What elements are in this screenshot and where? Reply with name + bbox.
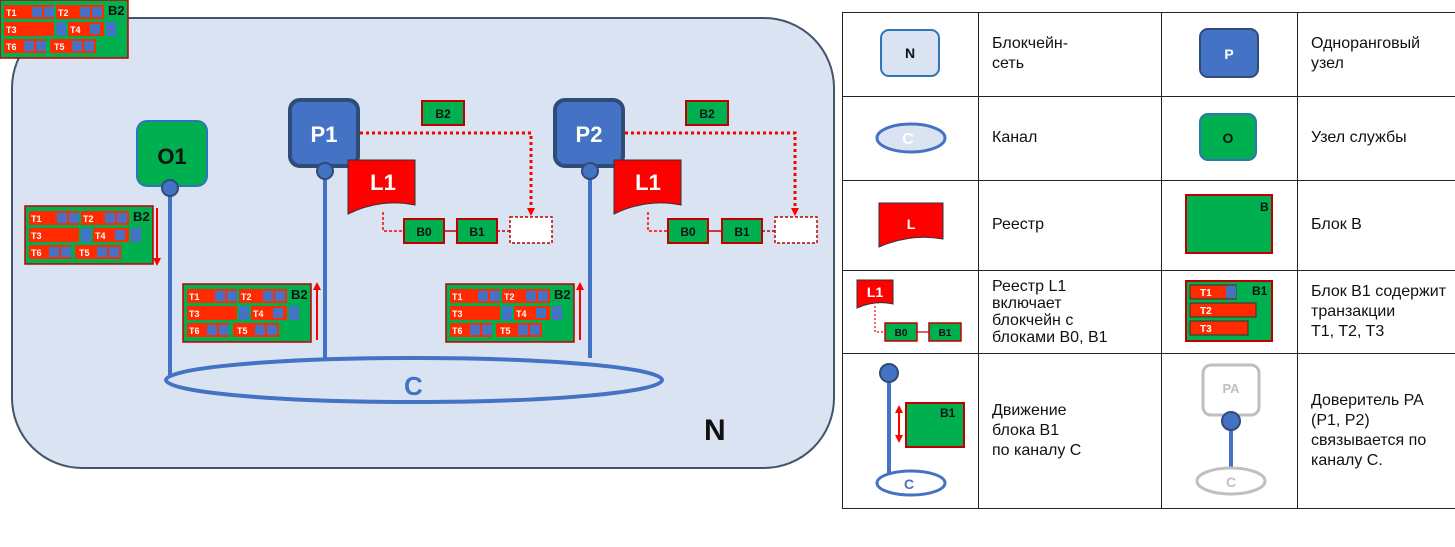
- ledger-p2-label: L1: [635, 170, 661, 195]
- ledger-chain-legend-b0: B0: [894, 328, 907, 339]
- p2-append-arrow: [625, 131, 799, 216]
- chain-block-b1-p2: [721, 218, 763, 244]
- block-legend-icon-label: B: [1260, 200, 1269, 214]
- network-diagram: N C O1 P1 P2 L1 L1 B0 B1 B0 B1 B2 B2: [0, 0, 835, 469]
- chain-slot-p2: [774, 216, 818, 244]
- orderer-legend-icon-label: O: [1222, 130, 1233, 146]
- legend-row-network-peer: N Блокчейн- сеть P Одноранговый узел: [842, 12, 1455, 97]
- ledger-chain-legend-b1: B1: [938, 328, 951, 339]
- principal-legend-icon-c: C: [1225, 474, 1235, 490]
- block-transactions-legend-t2: T2: [1200, 306, 1212, 317]
- block-b2-detail-title: B2: [108, 3, 125, 18]
- legend-text-network: Блокчейн- сеть: [978, 12, 1162, 97]
- tx-t4: T4: [70, 25, 81, 35]
- principal-legend-icon-label: PA: [1222, 381, 1240, 396]
- peer-legend-icon-label: P: [1224, 46, 1233, 62]
- block-b2-detail: B2 T1 T2 T3 T4 T6 T5: [0, 0, 129, 59]
- chain-block-b1-p1: [456, 218, 498, 244]
- block-b2-at-orderer: [24, 205, 154, 265]
- ledger-p1-label: L1: [370, 170, 396, 195]
- block-b2-at-p2: [445, 283, 575, 343]
- channel-legend-icon: C: [875, 122, 946, 154]
- ledger-p2: [613, 159, 682, 215]
- legend-row-movement-principal: C B1 Движение блока B1 по каналу C PA C …: [842, 353, 1455, 509]
- chain-slot-p1: [509, 216, 553, 244]
- legend-row-channel-orderer: C Канал O Узел службы: [842, 95, 1455, 181]
- peer-p2-label: P2: [576, 122, 603, 147]
- tx-t2: T2: [58, 8, 69, 18]
- channel-label: C: [404, 371, 423, 401]
- chain-block-b0-p1-label: B0: [416, 225, 432, 239]
- network-legend-icon: N: [879, 29, 940, 78]
- ledger-p1: [347, 159, 416, 215]
- chain-block-b1-p2-label: B1: [734, 225, 750, 239]
- legend-text-ledger: Реестр: [978, 179, 1162, 271]
- orderer-legend-icon: O: [1198, 113, 1257, 162]
- ledger-p1-chain-link: [382, 212, 404, 232]
- chain-block-b0-p2-label: B0: [680, 225, 696, 239]
- legend-text-orderer: Узел службы: [1297, 95, 1455, 181]
- peer-p2-port: [581, 162, 599, 180]
- network-legend-icon-label: N: [904, 45, 914, 61]
- legend-text-principal: Доверитель PA (P1, P2) связывается по ка…: [1297, 353, 1455, 509]
- network-label: N: [704, 414, 726, 447]
- block-transactions-legend-t3: T3: [1200, 324, 1212, 335]
- block-transactions-legend-title: B1: [1252, 284, 1268, 298]
- block-transactions-legend-icon: B1 T1 T2 T3: [1184, 280, 1273, 343]
- legend-text-block: Блок B: [1297, 179, 1455, 271]
- legend-row-ledger-block: L Реестр B Блок B: [842, 179, 1455, 271]
- legend-text-peer: Одноранговый узел: [1297, 12, 1455, 97]
- block-transactions-legend-t1: T1: [1200, 288, 1212, 299]
- tx-t6: T6: [6, 42, 17, 52]
- block-b2-at-p1: [182, 283, 312, 343]
- channel-legend-icon-label: C: [902, 131, 914, 148]
- legend-text-channel: Канал: [978, 95, 1162, 181]
- ledger-p2-chain-link: [647, 212, 668, 232]
- block-legend-icon: B: [1184, 194, 1273, 255]
- orderer-label: O1: [157, 144, 186, 169]
- legend-text-movement: Движение блока B1 по каналу C: [978, 353, 1162, 509]
- incoming-block-b2-p1: [421, 100, 465, 126]
- block-movement-legend-icon: C B1: [875, 363, 965, 497]
- peer-legend-icon: P: [1198, 28, 1259, 79]
- peer-p1-port: [316, 162, 334, 180]
- block-movement-legend-c: C: [903, 476, 913, 492]
- incoming-block-b2-p2: [685, 100, 729, 126]
- p1-append-arrow: [360, 131, 535, 216]
- tx-t3: T3: [6, 25, 17, 35]
- peer-p1-label: P1: [311, 122, 338, 147]
- legend-row-ledger-l1-block-b1: L1 B0 B1 Реестр L1 включает блокчейн с б…: [842, 269, 1455, 355]
- ledger-legend-icon: L: [878, 202, 943, 248]
- tx-t5: T5: [54, 42, 65, 52]
- ledger-legend-icon-label: L: [906, 216, 915, 232]
- legend-table: N Блокчейн- сеть P Одноранговый узел C К…: [842, 12, 1455, 509]
- channel-ellipse: [164, 356, 664, 404]
- tx-t1: T1: [6, 8, 17, 18]
- legend-text-block-b1: Блок B1 содержит транзакции T1, T2, T3: [1297, 269, 1455, 355]
- block-movement-legend-b1: B1: [940, 406, 956, 420]
- chain-block-b1-p1-label: B1: [469, 225, 485, 239]
- incoming-block-b2-p2-label: B2: [699, 107, 715, 121]
- legend-text-ledger-l1: Реестр L1 включает блокчейн с блоками B0…: [978, 269, 1162, 355]
- orderer-port: [161, 179, 179, 197]
- ledger-chain-legend-icon: L1 B0 B1: [856, 279, 962, 342]
- principal-legend-icon: PA C: [1195, 363, 1266, 496]
- ledger-chain-legend-icon-label: L1: [866, 284, 883, 300]
- incoming-block-b2-p1-label: B2: [435, 107, 451, 121]
- chain-block-b0-p1: [403, 218, 445, 244]
